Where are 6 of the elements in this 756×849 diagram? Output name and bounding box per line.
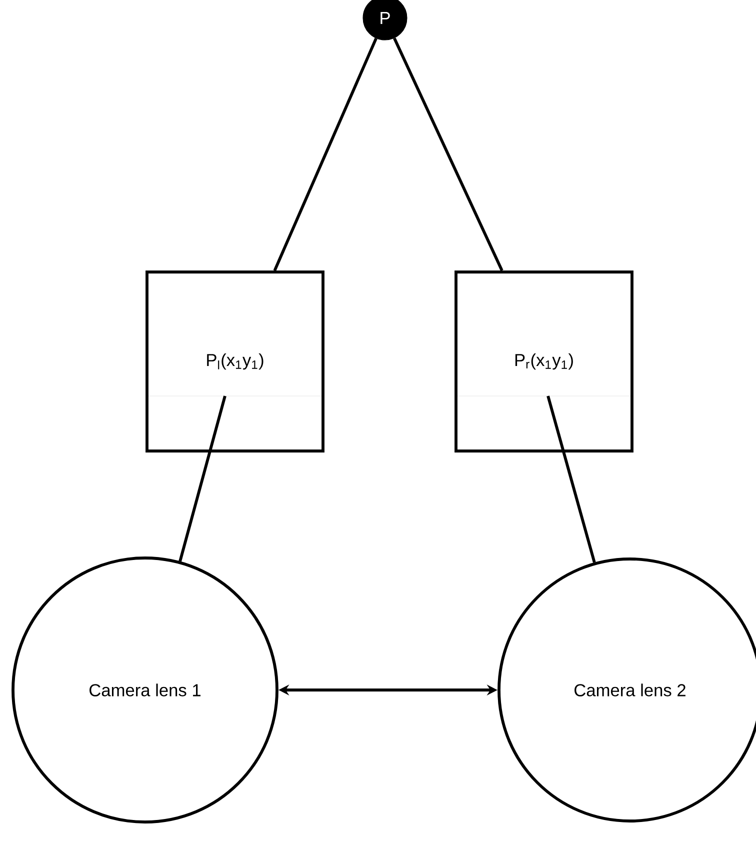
image-point-box: P$_{r}$(x$_{1}$y$_{1}$) [454, 270, 634, 452]
connector-line [546, 396, 596, 563]
image-point-box: P$_{l}$(x$_{1}$y$_{1}$) [146, 270, 324, 452]
connector-line [273, 38, 378, 272]
connector-line [178, 396, 226, 562]
connector-line [393, 38, 504, 272]
